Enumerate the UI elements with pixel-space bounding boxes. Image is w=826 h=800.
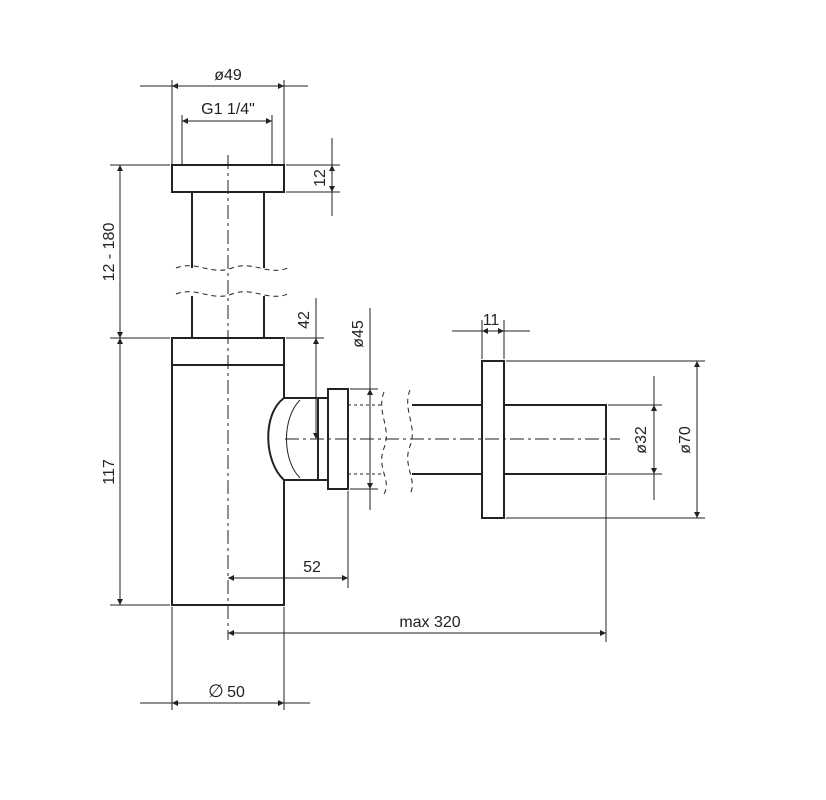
label-max-length: max 320 <box>399 614 460 631</box>
label-outlet-nut-diameter: ø45 <box>350 320 367 348</box>
label-thread: G1 1/4" <box>201 101 255 118</box>
label-outlet-offset: 52 <box>303 559 321 576</box>
label-flange-diameter: ø70 <box>677 426 694 454</box>
extension-lines <box>110 80 705 710</box>
label-flange-thickness: 11 <box>483 312 500 329</box>
center-lines <box>227 155 620 640</box>
label-pipe-diameter: ø32 <box>633 426 650 454</box>
pipe-break-left <box>381 391 387 495</box>
break-line-bottom <box>175 291 289 297</box>
pipe-break-right <box>407 389 413 495</box>
siphon-part <box>171 164 607 606</box>
break-line-top <box>175 265 289 271</box>
label-body-height: 117 <box>101 459 118 485</box>
label-nut-height: 12 <box>312 169 329 187</box>
label-adjust-range: 12 - 180 <box>101 223 118 282</box>
label-body-diameter: 50 <box>227 684 245 701</box>
label-collar-height: 42 <box>296 311 313 329</box>
label-top-nut-diameter: ø49 <box>214 67 242 84</box>
dimension-lines <box>117 83 700 706</box>
label-body-diameter-symbol: ∅ <box>208 681 224 701</box>
dimension-labels: ø49 G1 1/4" 12 12 - 180 117 42 ø45 11 ø3… <box>101 67 694 701</box>
